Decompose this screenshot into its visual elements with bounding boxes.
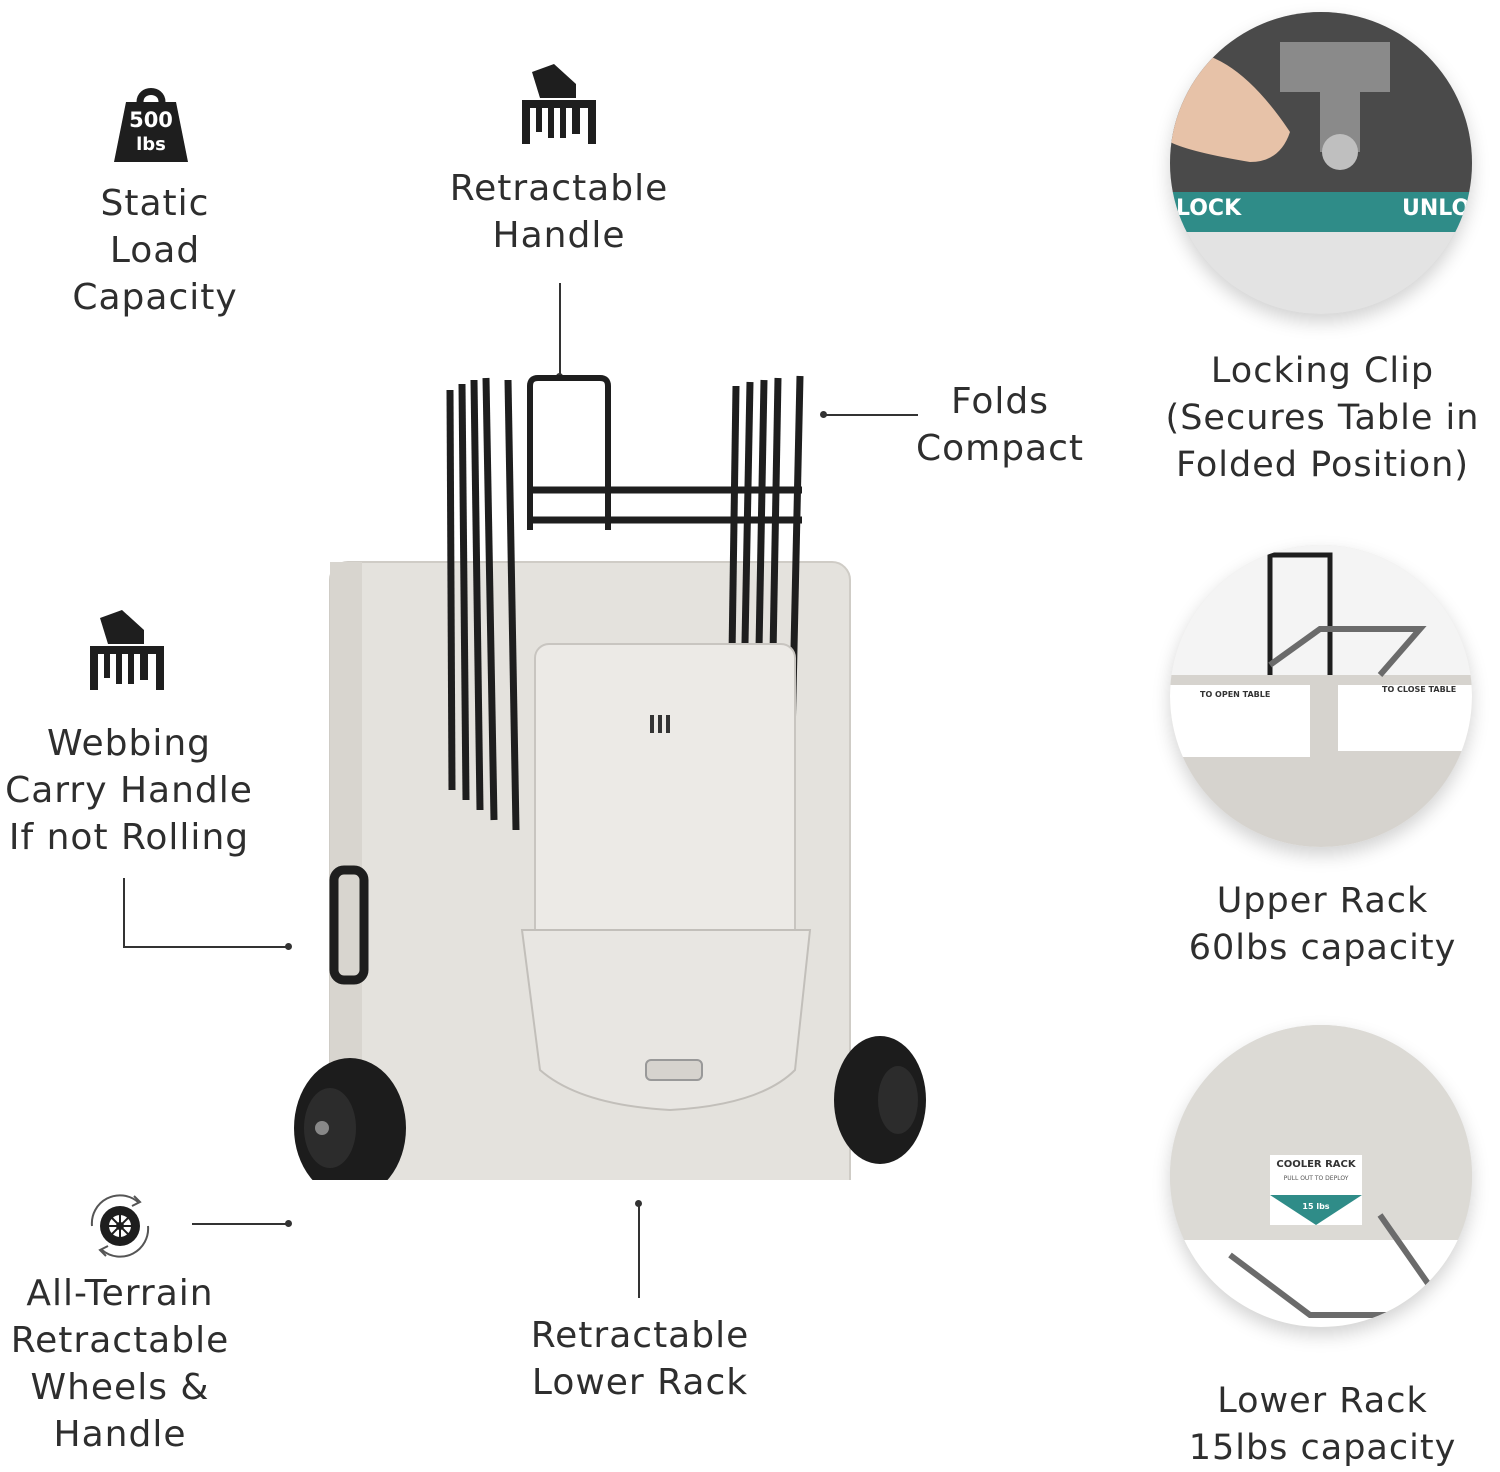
- webbing-handle-label: Webbing Carry Handle If not Rolling: [5, 723, 253, 858]
- static-load-label: Static Load Capacity: [72, 183, 238, 318]
- open-table-sticker: TO OPEN TABLE: [1200, 690, 1271, 699]
- weight-icon: [112, 84, 190, 164]
- weight-badge-unit: lbs: [136, 134, 166, 155]
- folds-compact-label: Folds Compact: [915, 381, 1085, 469]
- cooler-rack-sticker-title: COOLER RACK: [1276, 1159, 1356, 1170]
- webbing-handle-leader-dot: [285, 943, 292, 950]
- retractable-handle-leader: [559, 283, 561, 375]
- lower-rack-leader: [638, 1206, 640, 1298]
- locking-clip-label: Locking Clip (Secures Table in Folded Po…: [1165, 351, 1480, 485]
- wheel-front-left: [294, 1058, 406, 1180]
- wheel-rear-right: [834, 1036, 926, 1164]
- lock-tag: LOCK: [1176, 196, 1242, 221]
- cooler-rack-sticker-weight: 15 lbs: [1302, 1202, 1330, 1211]
- product-illustration: [290, 370, 940, 1180]
- all-terrain-leader: [192, 1223, 288, 1225]
- all-terrain-label: All-Terrain Retractable Wheels & Handle: [10, 1273, 230, 1455]
- close-table-sticker: TO CLOSE TABLE: [1382, 685, 1457, 694]
- unlock-tag: UNLO: [1402, 196, 1471, 221]
- all-terrain-leader-dot: [285, 1220, 292, 1227]
- lower-rack-leader-dot: [635, 1200, 642, 1207]
- weight-badge-number: 500: [129, 108, 173, 132]
- hand-grip-icon: [86, 608, 168, 692]
- webbing-handle-leader-vertical: [123, 878, 125, 948]
- hand-grip-icon: [518, 62, 600, 146]
- upper-rack-photo: TO OPEN TABLE TO CLOSE TABLE: [1170, 545, 1472, 847]
- wheel-icon: [82, 1188, 158, 1264]
- lower-rack-inset-label: Lower Rack 15lbs capacity: [1188, 1381, 1457, 1468]
- webbing-handle-leader-horizontal: [123, 946, 287, 948]
- retractable-handle-label: Retractable Handle: [449, 168, 669, 256]
- upper-rack-label: Upper Rack 60lbs capacity: [1188, 881, 1457, 968]
- folds-compact-leader-dot: [820, 411, 827, 418]
- folds-compact-leader: [826, 414, 918, 416]
- cooler-rack-sticker-sub: PULL OUT TO DEPLOY: [1283, 1175, 1349, 1182]
- lower-rack-label: Retractable Lower Rack: [530, 1315, 750, 1403]
- locking-clip-photo: LOCK UNLO: [1170, 12, 1472, 314]
- lower-rack-photo: COOLER RACK PULL OUT TO DEPLOY 15 lbs: [1170, 1025, 1472, 1327]
